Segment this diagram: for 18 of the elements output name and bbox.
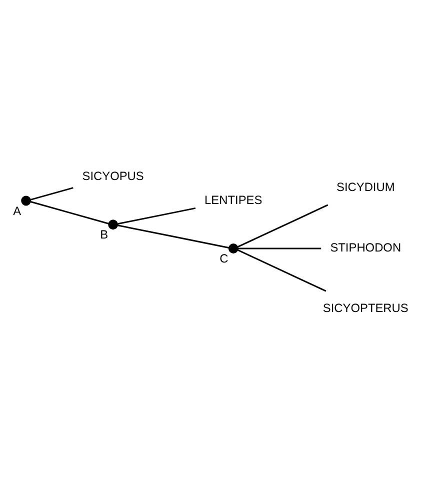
node-circle: [228, 243, 238, 253]
node-text: SICYOPUS: [82, 168, 144, 182]
node-text: LENTIPES: [204, 192, 262, 206]
node-circle: [108, 219, 118, 230]
connector: [30, 186, 74, 200]
connector: [238, 204, 328, 248]
connector: [30, 200, 109, 224]
node-circle: [21, 195, 32, 206]
node-text: SICYDIUM: [336, 179, 395, 194]
node-text: SICYOPTERUS: [322, 300, 408, 315]
node-label: B: [100, 227, 108, 242]
node-text: STIPHODON: [330, 240, 402, 254]
connector: [238, 248, 326, 292]
node-label: C: [220, 250, 228, 265]
connector: [118, 206, 196, 224]
connector: [238, 247, 322, 249]
node-label: A: [13, 203, 22, 218]
connector: [118, 224, 229, 248]
